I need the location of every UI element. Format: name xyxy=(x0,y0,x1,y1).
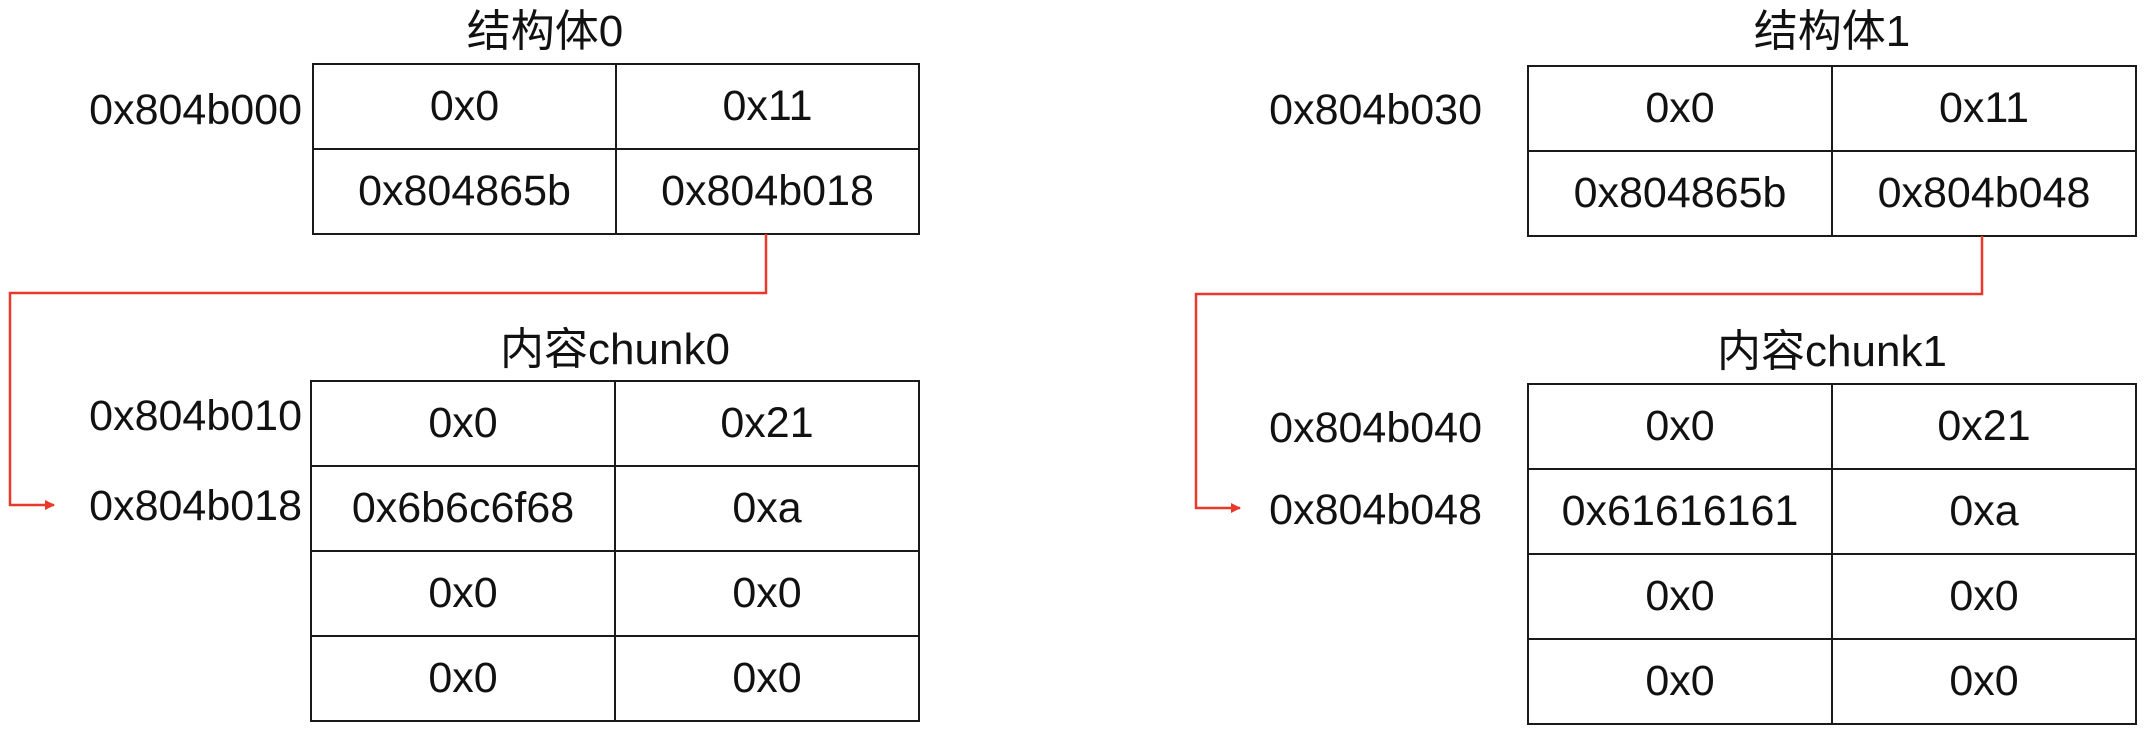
table-row: 0x0 0x21 xyxy=(1527,383,2137,470)
pointer-arrow-struct0-to-chunk0 xyxy=(8,234,768,510)
struct0-table: 0x0 0x11 0x804865b 0x804b018 xyxy=(312,63,920,235)
chunk0-address-0: 0x804b010 xyxy=(89,392,302,440)
table-row: 0x0 0x0 xyxy=(1527,638,2137,725)
table-cell: 0x804865b xyxy=(312,148,617,235)
struct1-address: 0x804b030 xyxy=(1269,86,1482,134)
chunk0-title: 内容chunk0 xyxy=(500,325,730,374)
table-row: 0x0 0x11 xyxy=(312,63,920,150)
table-cell: 0xa xyxy=(614,465,920,552)
chunk1-address-0: 0x804b040 xyxy=(1269,404,1482,452)
table-cell: 0x0 xyxy=(614,550,920,637)
chunk1-title: 内容chunk1 xyxy=(1717,327,1947,376)
chunk0-address-1: 0x804b018 xyxy=(89,482,302,530)
chunk1-address-1: 0x804b048 xyxy=(1269,486,1482,534)
table-cell: 0x6b6c6f68 xyxy=(310,465,616,552)
chunk1-table: 0x0 0x21 0x61616161 0xa 0x0 0x0 0x0 0x0 xyxy=(1527,383,2137,725)
table-row: 0x6b6c6f68 0xa xyxy=(310,465,920,552)
table-cell: 0x0 xyxy=(1527,383,1833,470)
table-cell: 0x804b048 xyxy=(1831,150,2137,237)
table-row: 0x804865b 0x804b048 xyxy=(1527,150,2137,237)
table-row: 0x804865b 0x804b018 xyxy=(312,148,920,235)
table-cell: 0x21 xyxy=(614,380,920,467)
table-row: 0x61616161 0xa xyxy=(1527,468,2137,555)
table-cell: 0x0 xyxy=(1527,65,1833,152)
table-cell: 0x0 xyxy=(614,635,920,722)
table-cell: 0x11 xyxy=(1831,65,2137,152)
table-cell: 0x0 xyxy=(1527,553,1833,640)
table-cell: 0x0 xyxy=(310,550,616,637)
table-cell: 0xa xyxy=(1831,468,2137,555)
chunk0-table: 0x0 0x21 0x6b6c6f68 0xa 0x0 0x0 0x0 0x0 xyxy=(310,380,920,722)
struct0-address: 0x804b000 xyxy=(89,86,302,134)
table-row: 0x0 0x21 xyxy=(310,380,920,467)
table-cell: 0x21 xyxy=(1831,383,2137,470)
table-row: 0x0 0x0 xyxy=(310,635,920,722)
struct0-title: 结构体0 xyxy=(466,7,624,56)
table-cell: 0x804865b xyxy=(1527,150,1833,237)
pointer-arrow-struct1-to-chunk1 xyxy=(1194,236,1984,513)
table-cell: 0x11 xyxy=(615,63,920,150)
table-row: 0x0 0x11 xyxy=(1527,65,2137,152)
table-cell: 0x0 xyxy=(312,63,617,150)
table-row: 0x0 0x0 xyxy=(1527,553,2137,640)
table-cell: 0x61616161 xyxy=(1527,468,1833,555)
struct1-table: 0x0 0x11 0x804865b 0x804b048 xyxy=(1527,65,2137,237)
table-cell: 0x0 xyxy=(1831,553,2137,640)
table-cell: 0x804b018 xyxy=(615,148,920,235)
table-cell: 0x0 xyxy=(1831,638,2137,725)
table-cell: 0x0 xyxy=(310,380,616,467)
struct1-title: 结构体1 xyxy=(1753,7,1911,56)
table-cell: 0x0 xyxy=(1527,638,1833,725)
table-cell: 0x0 xyxy=(310,635,616,722)
table-row: 0x0 0x0 xyxy=(310,550,920,637)
